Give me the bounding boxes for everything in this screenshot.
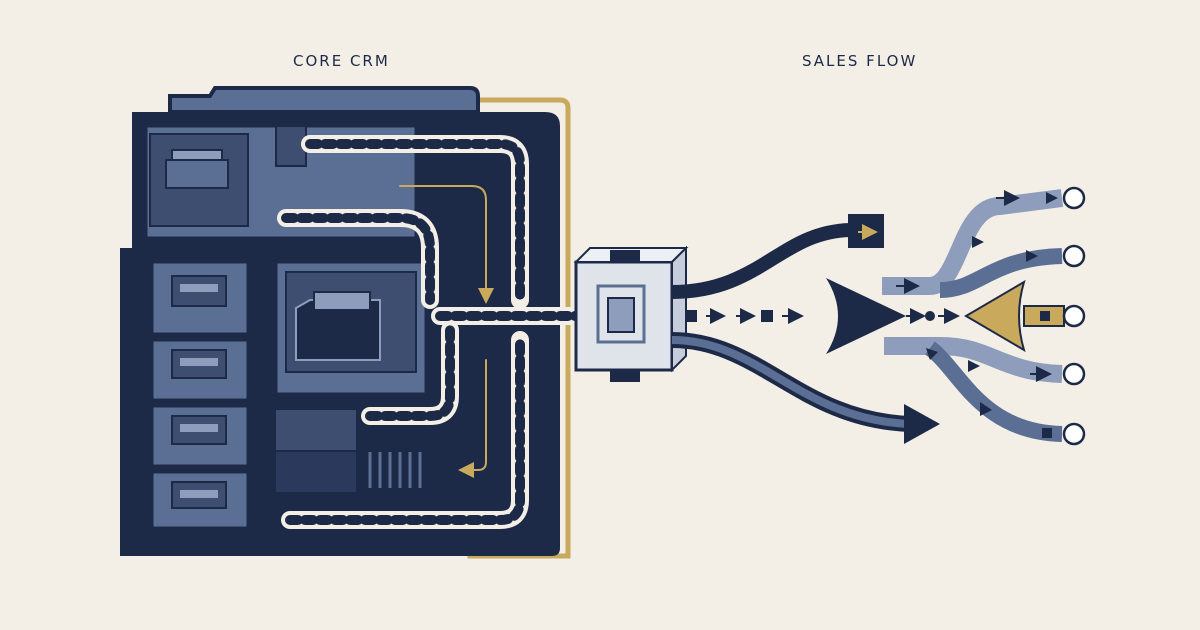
pipe-lower-arrowhead <box>904 404 940 444</box>
monitor-icon <box>274 260 428 396</box>
cabinet-top <box>168 86 480 114</box>
main-flow-arrows <box>685 308 804 324</box>
pipe-upper <box>671 223 851 299</box>
connector-cube <box>573 245 689 382</box>
branch-1 <box>882 189 1064 295</box>
crm-cabinet <box>120 86 571 559</box>
core-crm-label: CORE CRM <box>293 52 390 70</box>
reverse-funnel-icon <box>964 279 1065 353</box>
branch-2 <box>939 248 1063 298</box>
sales-pipes <box>671 223 911 432</box>
folder-icon-top <box>165 149 229 189</box>
funnel-icon <box>826 278 906 354</box>
circle-node-icon-2 <box>1062 244 1086 268</box>
data-conveyors <box>277 135 589 529</box>
circle-node-icon-4 <box>1062 362 1086 386</box>
drawer-column <box>150 260 250 530</box>
endpoint-nodes <box>1062 186 1086 446</box>
circle-node-icon-5 <box>1062 422 1086 446</box>
circle-node-icon-1 <box>1062 186 1086 210</box>
circle-node-icon-3 <box>1062 304 1086 328</box>
branch-5 <box>924 341 1063 442</box>
pipe-upper-cap <box>848 214 884 248</box>
branch-4 <box>884 337 1063 383</box>
branch-markers <box>926 192 1058 438</box>
sales-flow-label: SALES FLOW <box>802 52 918 70</box>
